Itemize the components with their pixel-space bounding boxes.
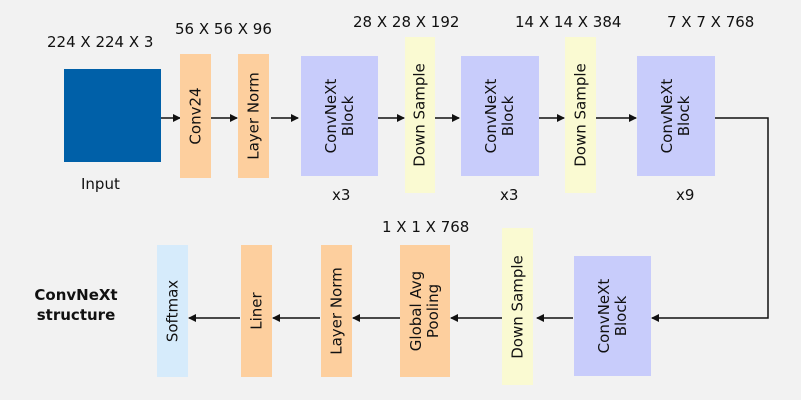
- block4-label-line2: Block: [611, 295, 630, 337]
- input-label: Input: [81, 175, 120, 193]
- layernorm-layer-1: Layer Norm: [238, 54, 269, 178]
- liner-label: Liner: [247, 292, 265, 330]
- downsample-layer-2: Down Sample: [565, 37, 596, 193]
- input-block: [64, 69, 161, 162]
- block1-label-line2: Block: [338, 95, 357, 137]
- layernorm-layer-2: Layer Norm: [321, 245, 352, 377]
- downsample2-label: Down Sample: [571, 63, 589, 167]
- pooling-label-line1: Global Avg: [407, 270, 425, 352]
- liner-layer: Liner: [241, 245, 272, 377]
- arrow-block3-block4: [651, 117, 769, 322]
- layernorm-label-1: Layer Norm: [244, 72, 262, 160]
- block4-label-line1: ConvNeXt: [594, 278, 613, 354]
- diagram-title: ConvNeXt structure: [22, 285, 130, 325]
- block3-repeat: x9: [676, 186, 695, 204]
- layernorm2-label: Layer Norm: [327, 267, 345, 355]
- downsample1-dims: 28 X 28 X 192: [353, 13, 460, 31]
- softmax-layer: Softmax: [157, 245, 188, 377]
- conv24-label: Conv24: [186, 87, 204, 145]
- downsample2-dims: 14 X 14 X 384: [515, 13, 622, 31]
- block2-label-line1: ConvNeXt: [482, 78, 500, 154]
- downsample3-label: Down Sample: [508, 254, 526, 359]
- pooling-label-line2: Pooling: [424, 283, 442, 339]
- block2-label-line2: Block: [499, 95, 517, 137]
- input-dims: 224 X 224 X 3: [47, 33, 154, 51]
- downsample-layer-3: Down Sample: [502, 228, 533, 385]
- title-line1: ConvNeXt: [34, 286, 118, 304]
- block3-label-line2: Block: [675, 95, 693, 137]
- block3-dims: 7 X 7 X 768: [667, 13, 755, 31]
- block3-label-line1: ConvNeXt: [658, 78, 676, 154]
- downsample-layer-1: Down Sample: [405, 37, 435, 193]
- title-line2: structure: [36, 306, 116, 324]
- downsample1-label: Down Sample: [410, 63, 429, 167]
- conv24-layer: Conv24: [180, 54, 211, 178]
- pooling-dims: 1 X 1 X 768: [382, 218, 470, 236]
- softmax-label: Softmax: [163, 279, 181, 343]
- block1-repeat: x3: [332, 186, 351, 204]
- conv-dims: 56 X 56 X 96: [175, 20, 272, 38]
- block2-repeat: x3: [500, 186, 519, 204]
- block1-label-line1: ConvNeXt: [321, 78, 340, 154]
